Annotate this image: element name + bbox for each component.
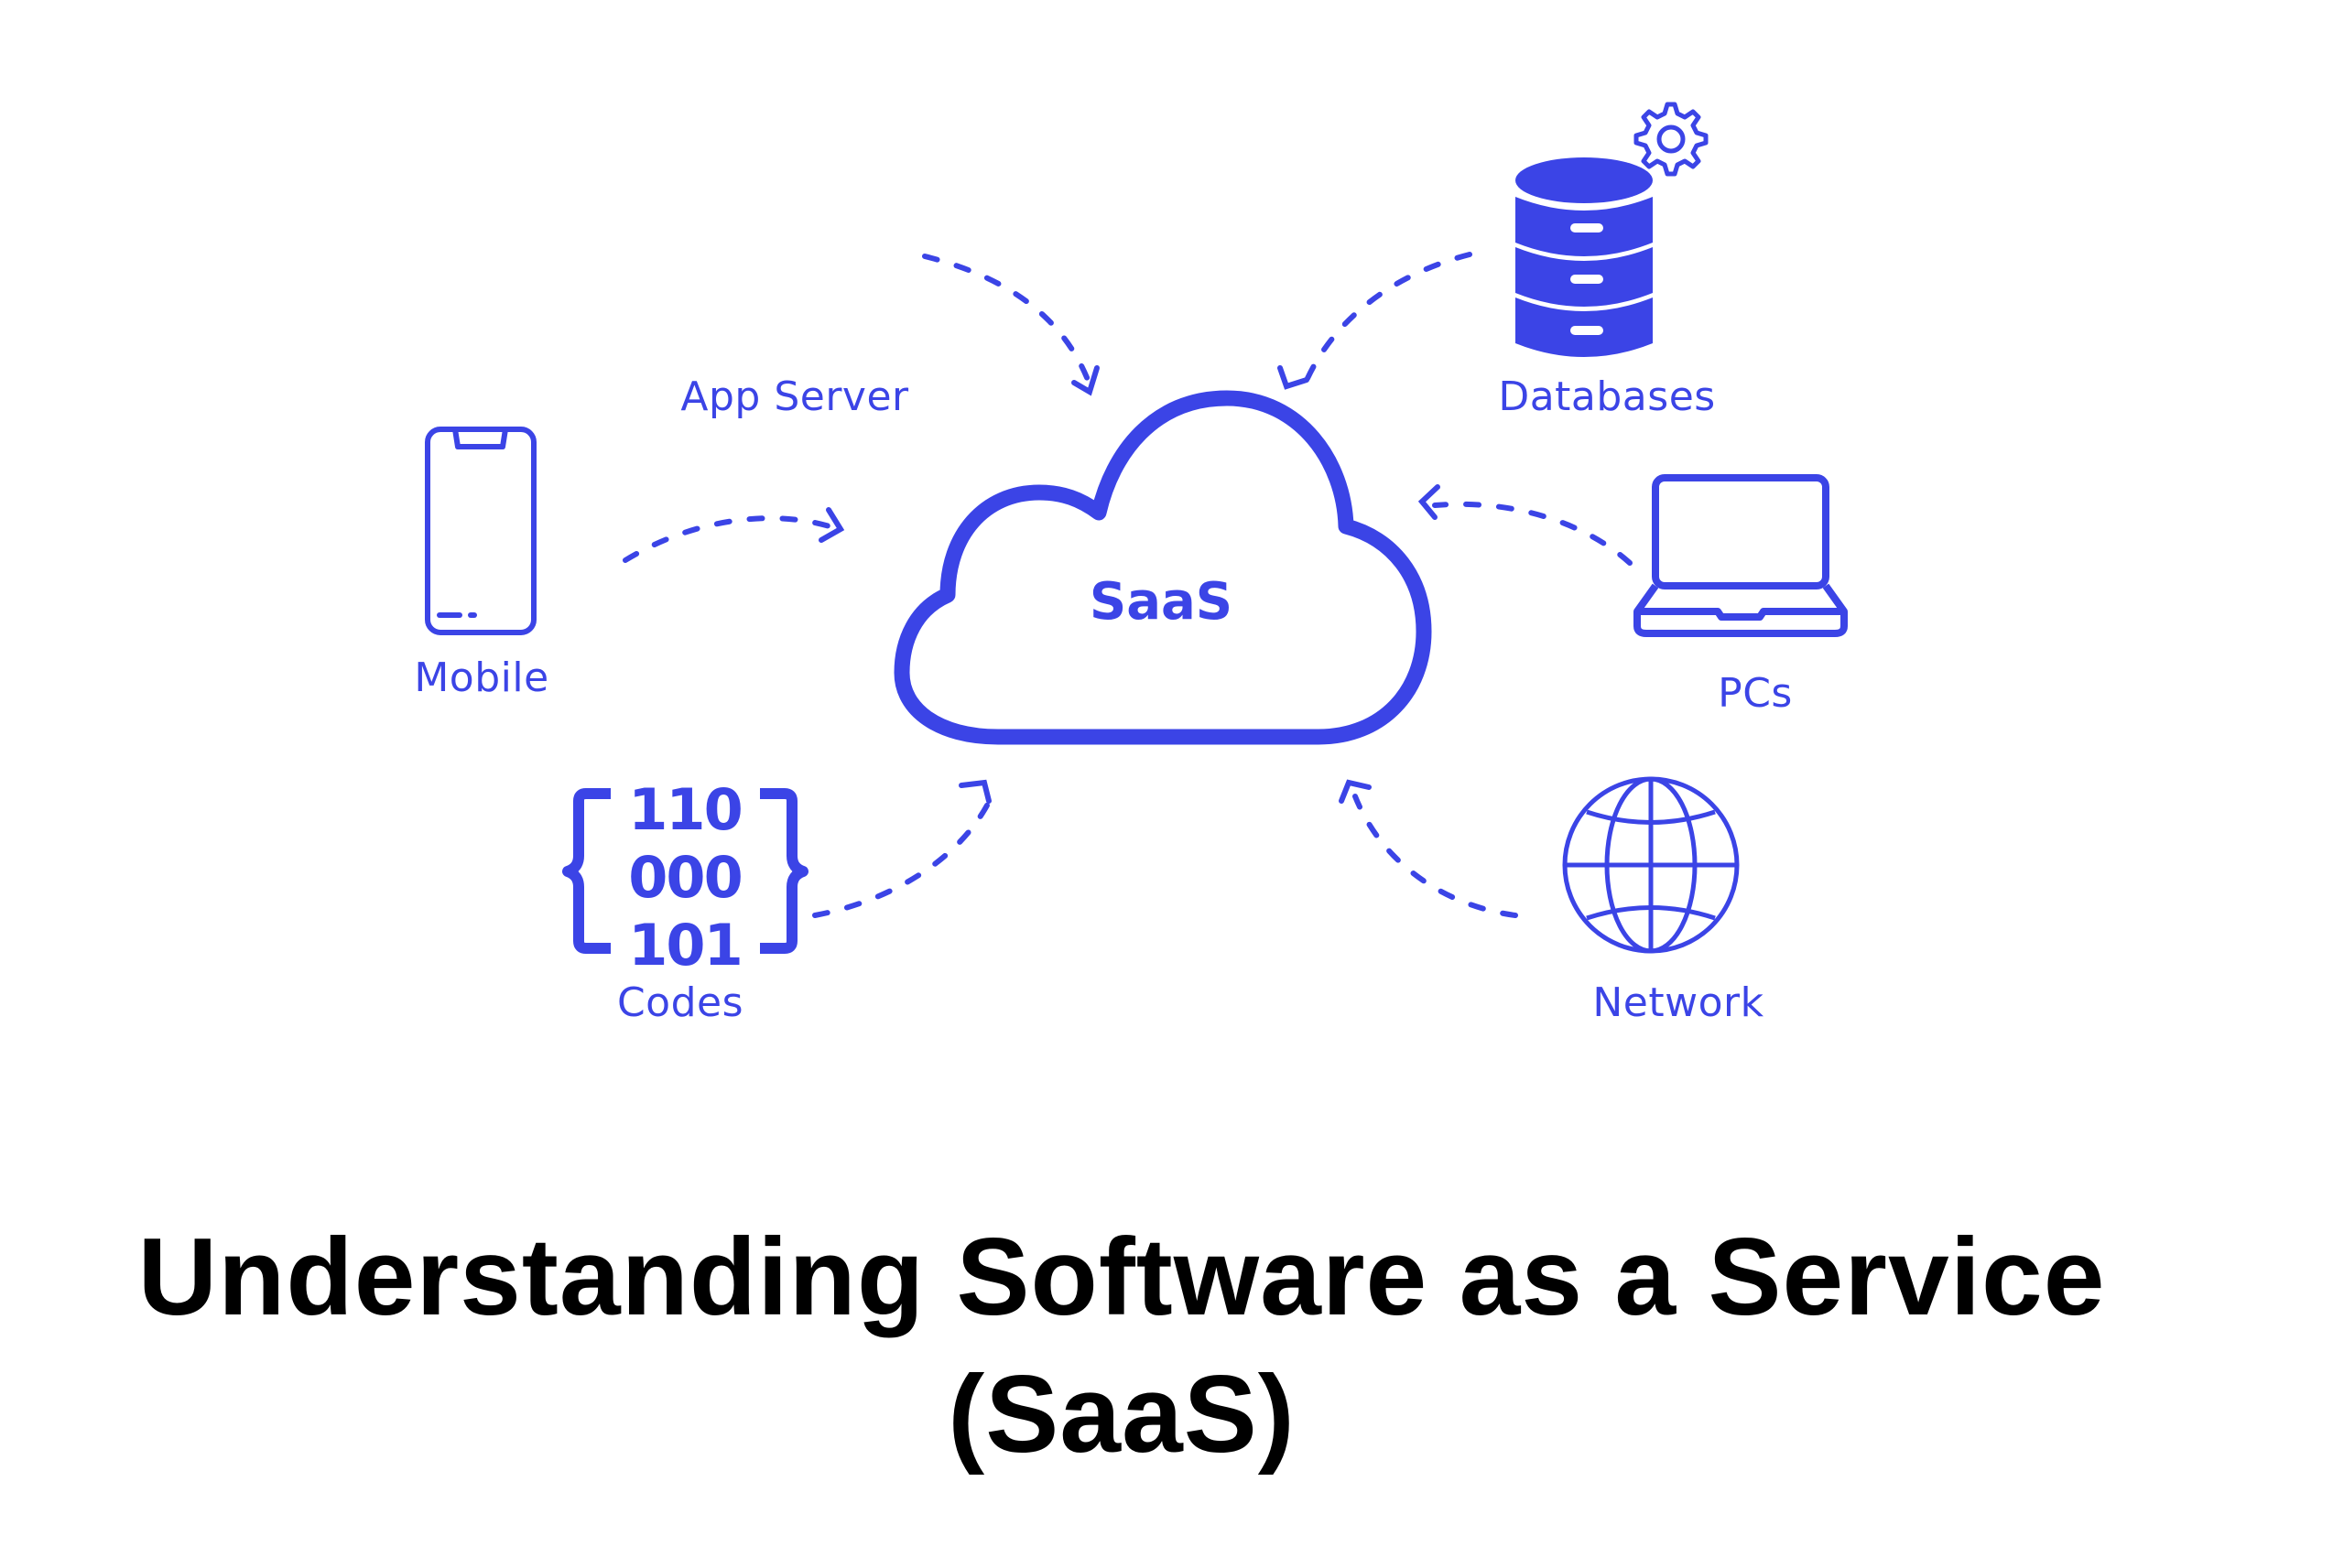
- arrow-pcs: [1417, 484, 1633, 566]
- node-label-codes: Codes: [616, 979, 744, 1026]
- cloud-icon: [894, 390, 1432, 745]
- laptop-icon: [1633, 474, 1848, 637]
- braces-icon: [562, 788, 808, 954]
- node-label-mobile: Mobile: [414, 654, 549, 701]
- page-title-line-1: Understanding Software as a Service: [137, 1216, 2106, 1338]
- node-label-pcs: PCs: [1718, 670, 1793, 717]
- saas-diagram: SaaS App Server Databases Mobile PCs 110…: [414, 102, 1848, 1026]
- binary-code-icon: 110 000 101: [628, 776, 743, 979]
- smartphone-icon: [425, 427, 537, 635]
- node-label-network: Network: [1592, 979, 1764, 1026]
- gear-icon: [1633, 102, 1709, 177]
- page-title-line-2: (SaaS): [948, 1353, 1296, 1476]
- arrow-mobile: [623, 507, 845, 563]
- code-digits-row-2: 000: [628, 844, 743, 911]
- code-digits-row-1: 110: [628, 776, 743, 843]
- node-label-databases: Databases: [1498, 373, 1716, 420]
- node-label-app-server: App Server: [680, 373, 909, 420]
- arrow-network: [1339, 779, 1518, 918]
- page-title: Understanding Software as a Service (Saa…: [0, 1208, 2243, 1483]
- arrow-codes: [812, 779, 994, 918]
- database-icon: [1515, 157, 1653, 357]
- arrow-databases: [1277, 252, 1472, 390]
- cloud-label: SaaS: [1089, 572, 1233, 632]
- code-digits-row-3: 101: [628, 912, 743, 979]
- arrow-app-server: [922, 254, 1100, 396]
- globe-icon: [1562, 776, 1740, 954]
